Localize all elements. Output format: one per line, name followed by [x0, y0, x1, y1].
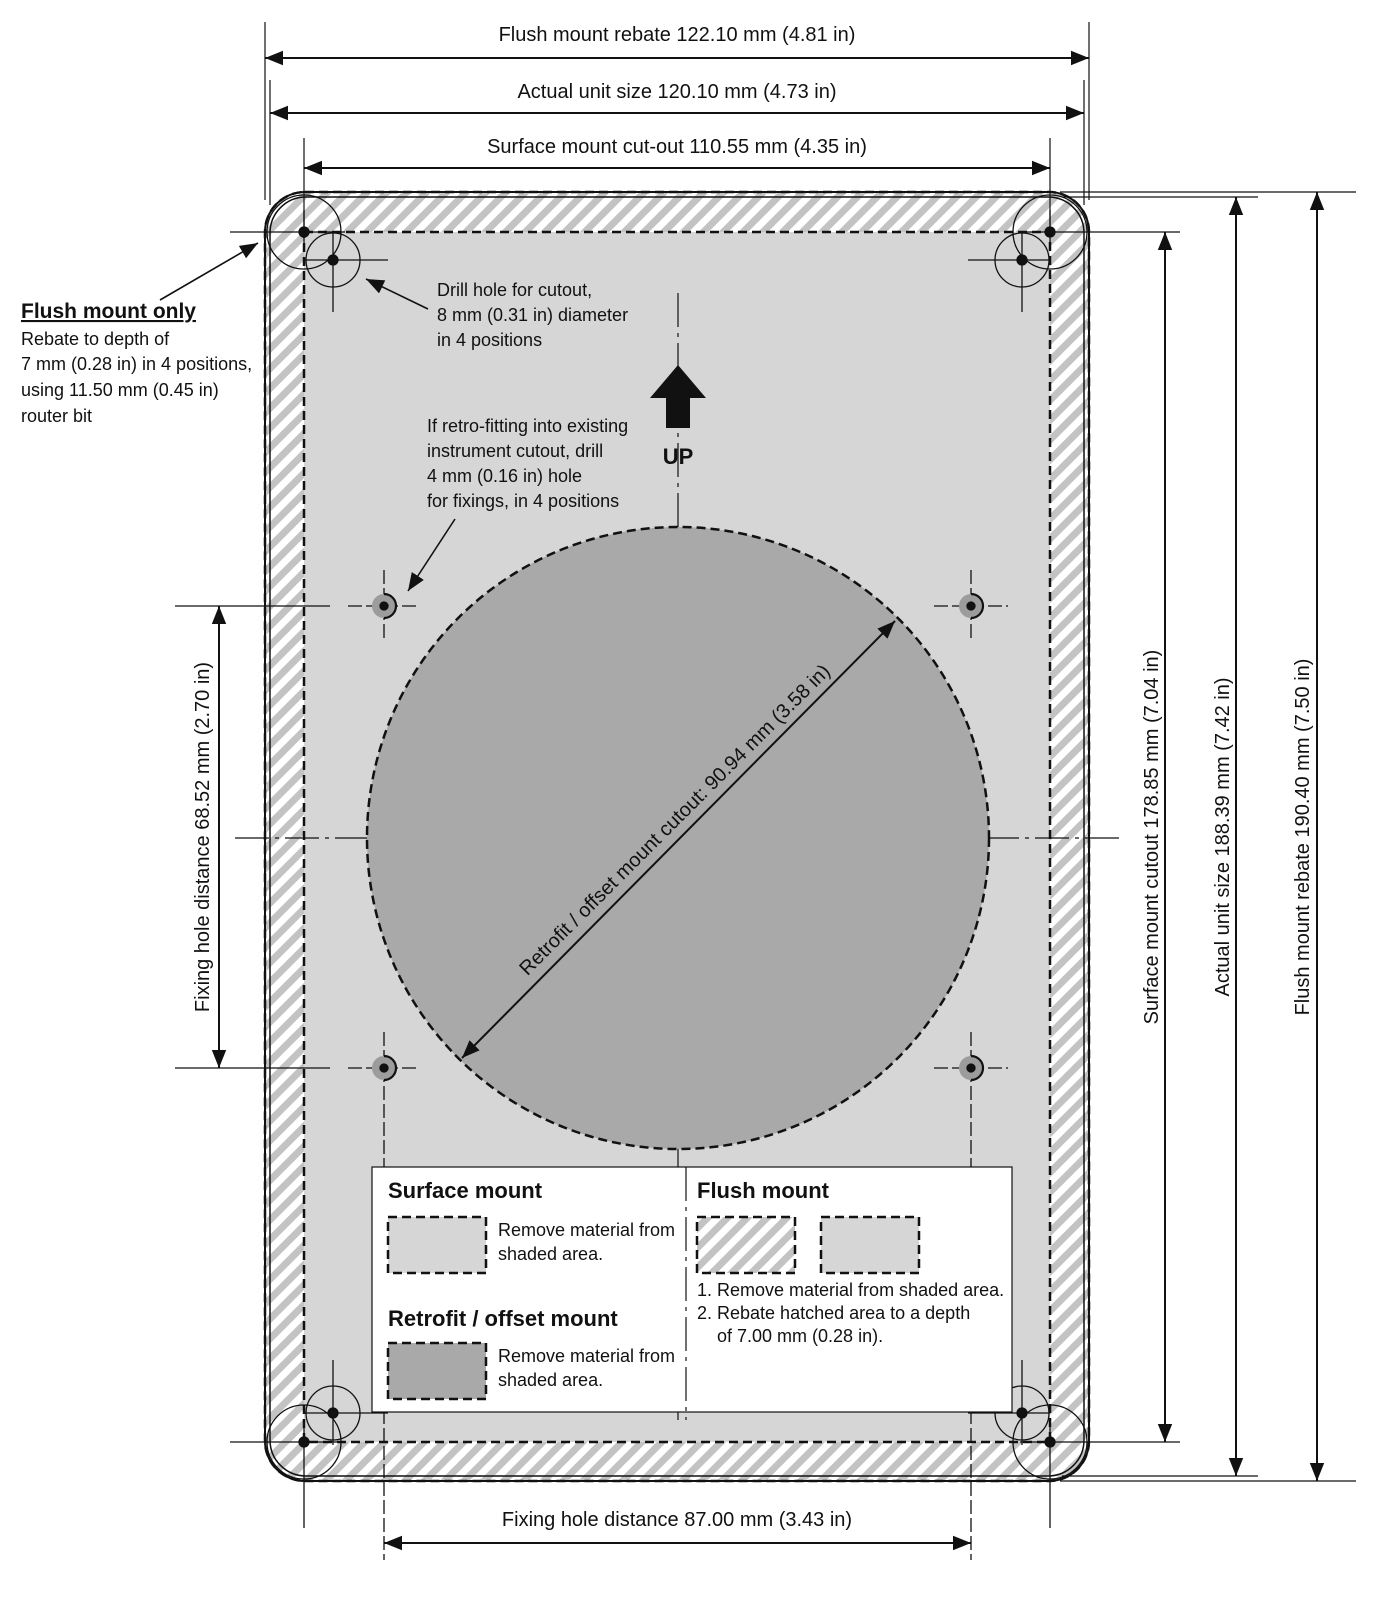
fixing-hole-top-left: [348, 570, 420, 640]
retrofit-fixing-leader: [407, 518, 456, 592]
retrofit-fixing-line: for fixings, in 4 positions: [427, 491, 619, 511]
legend-retrofit-title: Retrofit / offset mount: [388, 1306, 618, 1331]
legend-flush-hatch-swatch: [695, 1215, 797, 1275]
legend-flush-step: 1. Remove material from shaded area.: [697, 1280, 1004, 1300]
up-arrow-icon: [650, 365, 706, 428]
flush-only-line: router bit: [21, 406, 92, 426]
fixing-hole-top-right: [934, 570, 1008, 640]
corner-hole-bottom-left: [230, 1360, 388, 1528]
retrofit-fixing-note: If retro-fitting into existing instrumen…: [427, 416, 628, 511]
legend-flush-panel-swatch: [819, 1215, 921, 1275]
corner-holes: [230, 194, 1180, 1528]
up-label: UP: [663, 444, 694, 469]
flush-only-leader: [159, 242, 259, 301]
flush-height-label: Flush mount rebate 190.40 mm (7.50 in): [1292, 659, 1314, 1016]
retrofit-diameter-arrow: [461, 620, 896, 1059]
corner-hole-bottom-right: [968, 1360, 1180, 1528]
legend-flush-title: Flush mount: [697, 1178, 830, 1203]
flush-only-line: 7 mm (0.28 in) in 4 positions,: [21, 354, 252, 374]
legend-surface-title: Surface mount: [388, 1178, 543, 1203]
retrofit-fixing-line: If retro-fitting into existing: [427, 416, 628, 436]
legend-surface-text: shaded area.: [498, 1244, 603, 1264]
drill-cutout-line: Drill hole for cutout,: [437, 280, 592, 300]
flush-only-line: using 11.50 mm (0.45 in): [21, 380, 219, 400]
drill-cutout-note: Drill hole for cutout, 8 mm (0.31 in) di…: [437, 280, 628, 350]
legend-surface-swatch: [386, 1215, 488, 1275]
flush-only-line: Rebate to depth of: [21, 329, 170, 349]
retrofit-cutout-circle: [365, 525, 991, 1151]
legend: Surface mount Remove material from shade…: [371, 1166, 1013, 1420]
flush-only-note: Flush mount only Rebate to depth of 7 mm…: [21, 300, 252, 426]
flush-width-label: Flush mount rebate 122.10 mm (4.81 in): [499, 24, 856, 46]
unit-outline: [269, 196, 1085, 1477]
unit-width-label: Actual unit size 120.10 mm (4.73 in): [517, 81, 836, 103]
retrofit-fixing-line: 4 mm (0.16 in) hole: [427, 466, 582, 486]
retrofit-fixing-line: instrument cutout, drill: [427, 441, 603, 461]
legend-surface-text: Remove material from: [498, 1220, 675, 1240]
fixing-horizontal-label: Fixing hole distance 87.00 mm (3.43 in): [502, 1509, 852, 1531]
surface-height-label: Surface mount cutout 178.85 mm (7.04 in): [1141, 650, 1163, 1025]
unit-height-label: Actual unit size 188.39 mm (7.42 in): [1212, 677, 1234, 996]
surface-width-label: Surface mount cut-out 110.55 mm (4.35 in…: [487, 136, 867, 158]
fixing-vertical-label: Fixing hole distance 68.52 mm (2.70 in): [192, 662, 214, 1012]
legend-retrofit-text: shaded area.: [498, 1370, 603, 1390]
drill-cutout-leader: [365, 278, 429, 310]
drill-cutout-line: 8 mm (0.31 in) diameter: [437, 305, 628, 325]
flush-outline-dashed: [263, 190, 1091, 1483]
drill-cutout-line: in 4 positions: [437, 330, 542, 350]
legend-retrofit-swatch: [386, 1341, 488, 1401]
legend-retrofit-text: Remove material from: [498, 1346, 675, 1366]
corner-hole-top-right: [968, 194, 1180, 312]
flush-only-title: Flush mount only: [21, 300, 196, 323]
legend-flush-step: 2. Rebate hatched area to a depth: [697, 1303, 970, 1323]
legend-flush-step: of 7.00 mm (0.28 in).: [717, 1326, 883, 1346]
